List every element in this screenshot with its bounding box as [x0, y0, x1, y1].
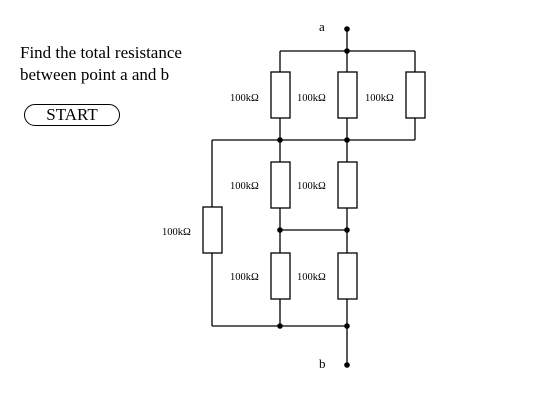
resistor-mid-right [337, 161, 358, 209]
resistor-label: 100kΩ [162, 227, 191, 238]
resistor-outer-left [202, 206, 223, 254]
terminal-b-label: b [319, 356, 326, 371]
resistor-bottom-right [337, 252, 358, 300]
terminal-a-dot [344, 26, 350, 32]
resistor-label: 100kΩ [230, 272, 259, 283]
start-button[interactable]: START [24, 104, 120, 126]
resistor-label: 100kΩ [297, 272, 326, 283]
resistor-label: 100kΩ [365, 93, 394, 104]
junction-dot [277, 227, 283, 233]
resistor-mid-left [270, 161, 291, 209]
question-line-1: Find the total resistance [20, 43, 182, 62]
resistor-label: 100kΩ [297, 93, 326, 104]
question-line-2: between point a and b [20, 65, 170, 84]
resistor-top-right [405, 71, 426, 119]
junction-dot [277, 137, 283, 143]
resistor-top-middle [337, 71, 358, 119]
terminal-b-dot [344, 362, 350, 368]
question-text: Find the total resistance between point … [20, 42, 182, 86]
junction-dot [277, 323, 283, 329]
resistor-top-left [270, 71, 291, 119]
resistor-bottom-left [270, 252, 291, 300]
junction-dot [344, 48, 350, 54]
junction-dot [344, 137, 350, 143]
resistor-label: 100kΩ [230, 181, 259, 192]
resistor-label: 100kΩ [297, 181, 326, 192]
junction-dot [344, 227, 350, 233]
resistor-label: 100kΩ [230, 93, 259, 104]
junction-dot [344, 323, 350, 329]
terminal-a-label: a [319, 19, 325, 34]
